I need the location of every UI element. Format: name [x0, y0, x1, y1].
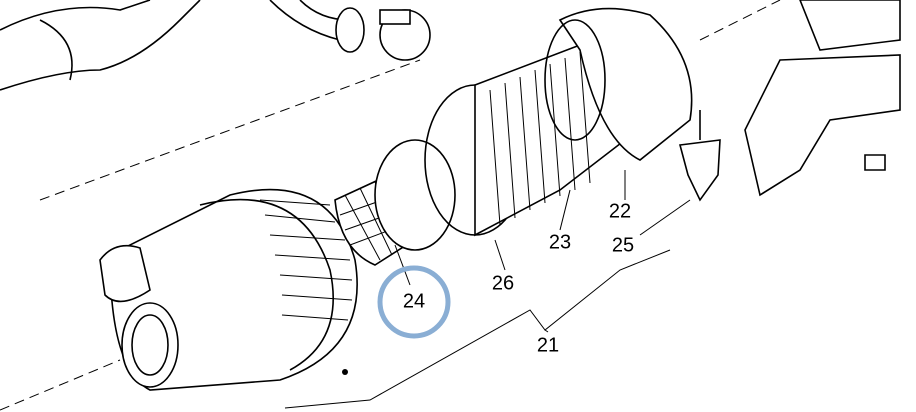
- main-filter-element: [374, 44, 627, 251]
- mounting-bracket: [744, 0, 901, 197]
- highlight-circle: [377, 265, 451, 339]
- dust-valve: [678, 110, 721, 202]
- part-label-22: 22: [608, 200, 632, 223]
- filter-housing: [99, 188, 358, 391]
- part-label-26: 26: [491, 272, 515, 295]
- assembly-axis-lines: [0, 0, 781, 411]
- leader-lines: [284, 170, 691, 409]
- part-label-23: 23: [548, 231, 572, 254]
- intake-hoses: [0, 0, 365, 91]
- end-cover: [544, 7, 693, 161]
- hose-clamp: [379, 9, 431, 61]
- part-label-25: 25: [611, 234, 635, 257]
- part-label-24: 24: [402, 290, 426, 313]
- part-label-21: 21: [536, 334, 560, 357]
